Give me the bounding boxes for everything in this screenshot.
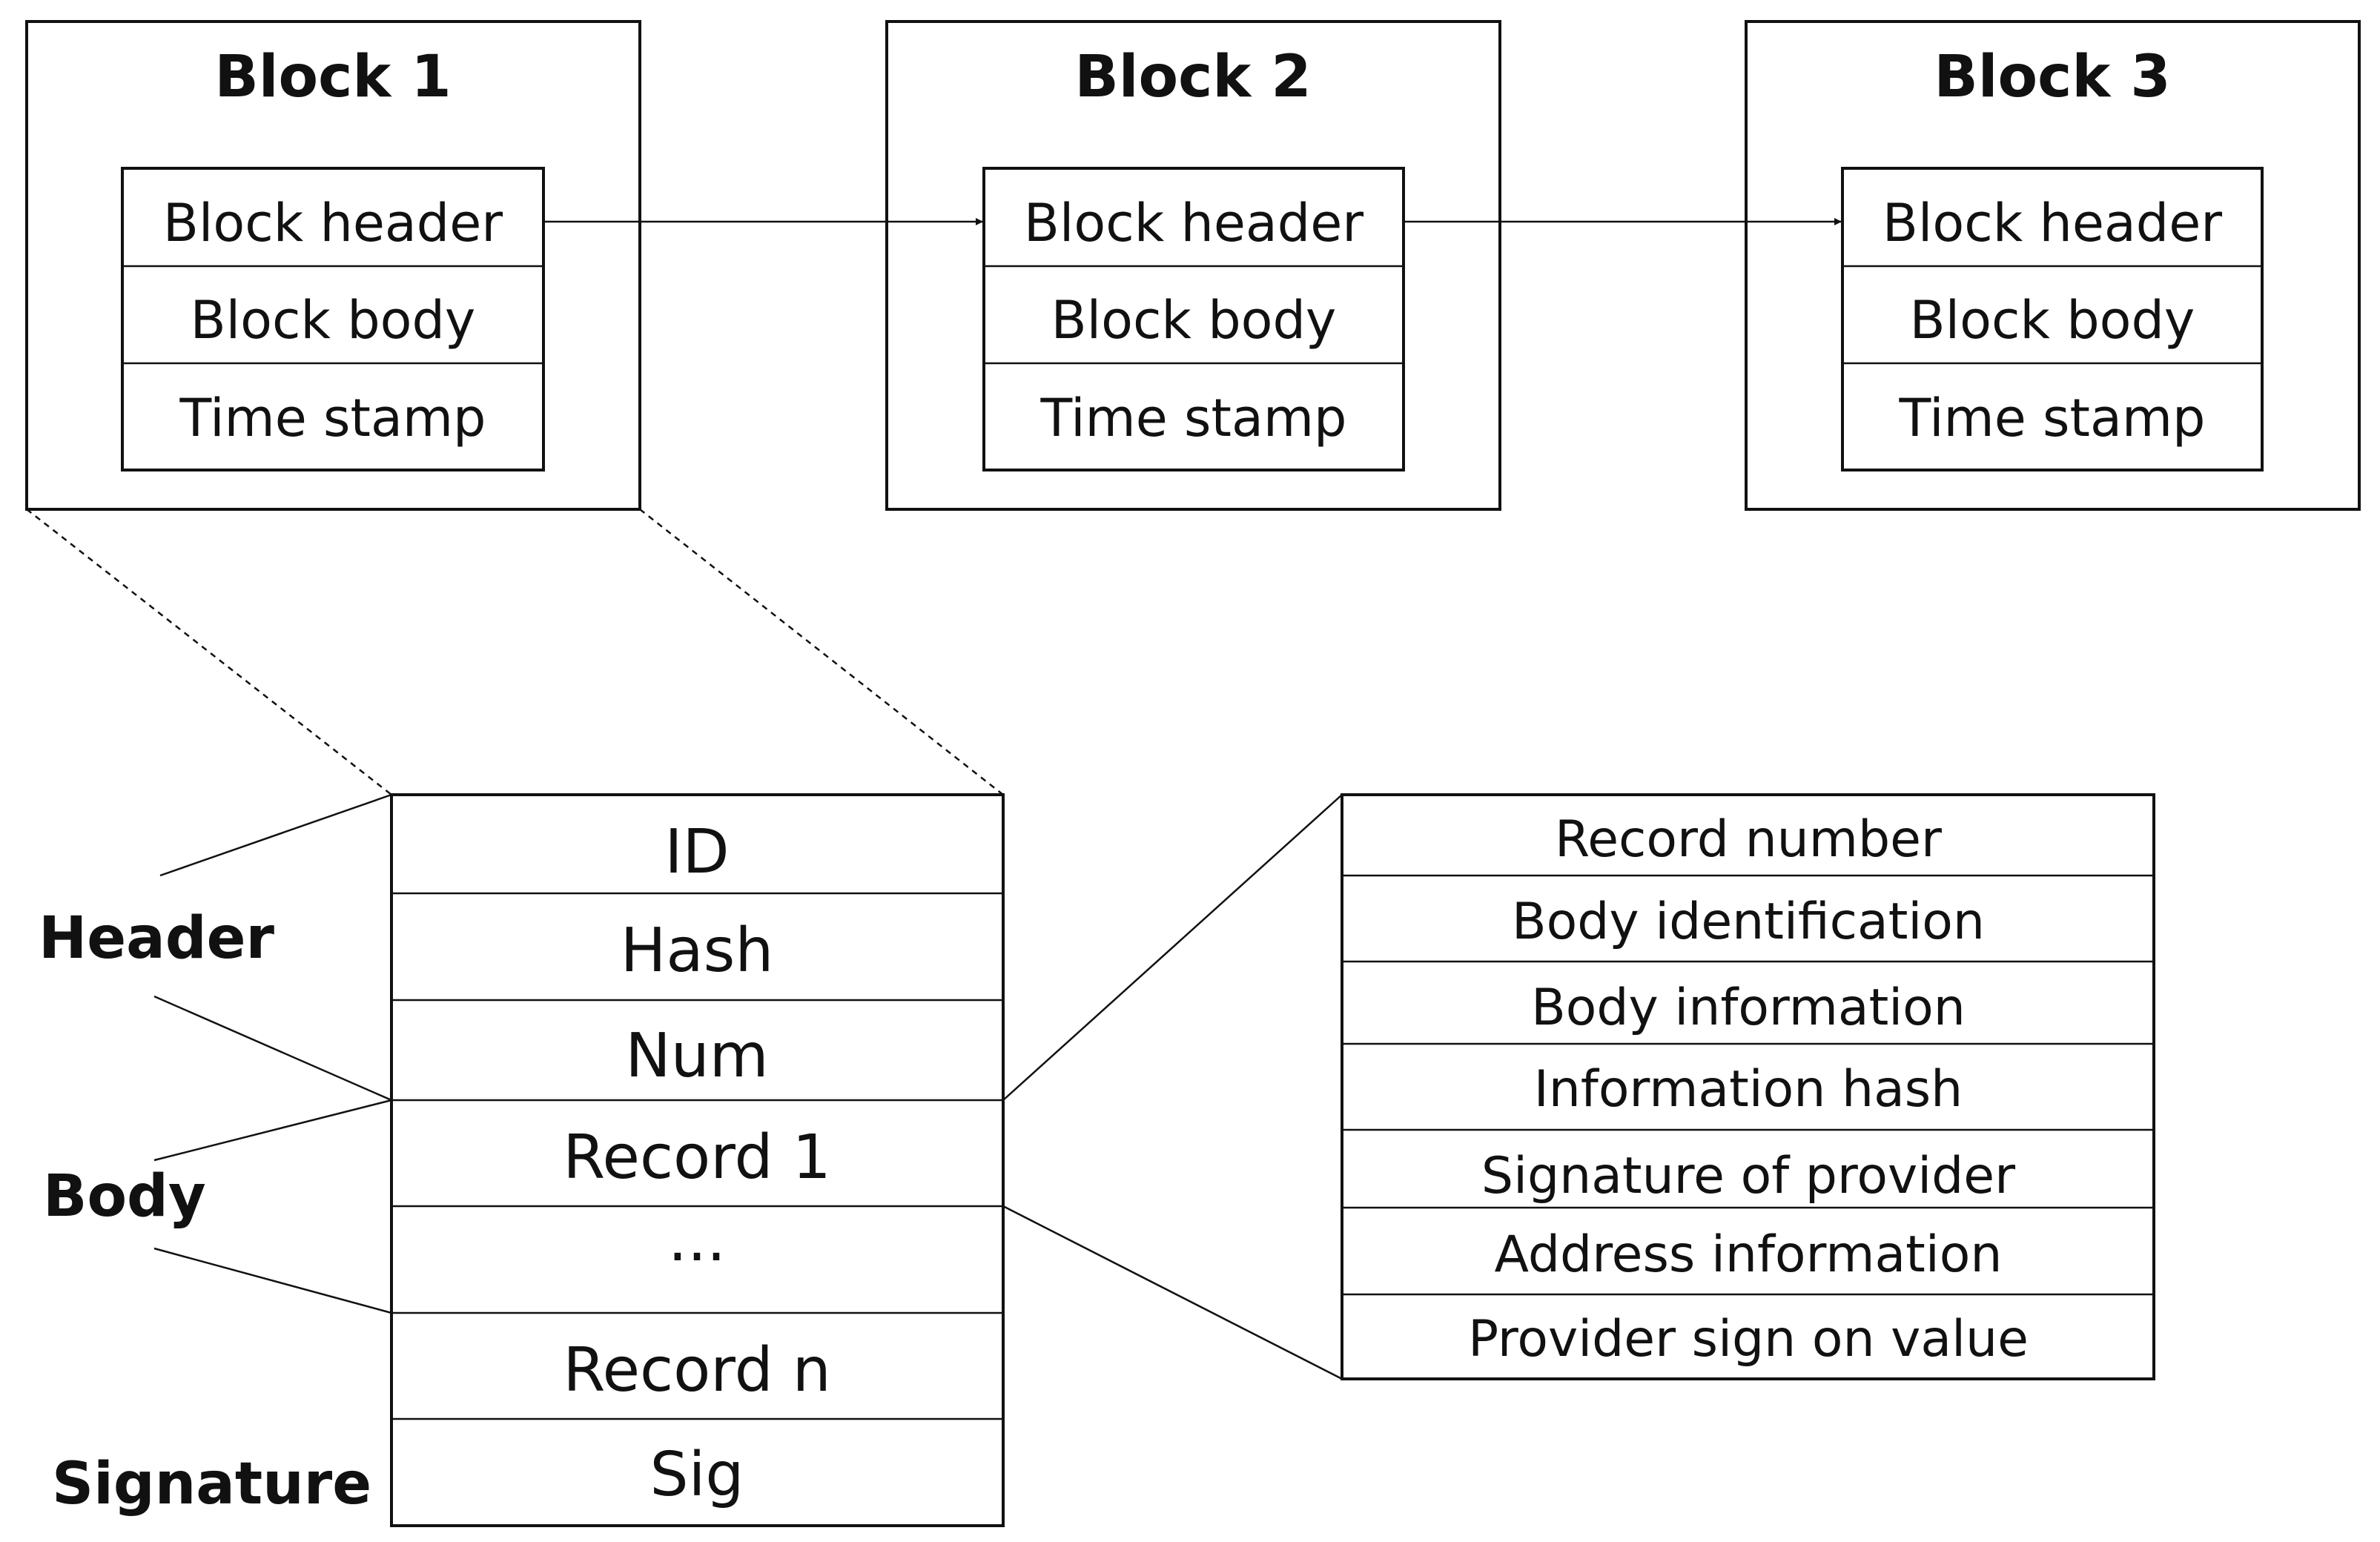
header-bracket-bottom: [153, 995, 392, 1102]
body-bracket-top: [153, 1099, 392, 1162]
record-field-information-hash: Information hash: [1534, 1060, 1963, 1119]
zoom-line-left: [26, 509, 392, 795]
structure-hash-cell: Hash: [621, 916, 774, 986]
record-field-record-number: Record number: [1555, 810, 1942, 869]
block-1-timestamp-cell: Time stamp: [179, 388, 486, 449]
body-bracket-bottom: [153, 1247, 392, 1314]
structure-id-cell: ID: [664, 817, 729, 887]
header-bracket-top: [159, 793, 392, 877]
block-3-timestamp-cell: Time stamp: [1899, 388, 2206, 449]
block-2: Block 2 Block header Block body Time sta…: [885, 20, 1501, 511]
body-section-label: Body: [43, 1163, 206, 1230]
block-3-title: Block 3: [1934, 44, 2170, 110]
block-3: Block 3 Block header Block body Time sta…: [1745, 20, 2361, 511]
record-expand-line-bottom: [1002, 1205, 1343, 1380]
block-1-body-cell: Block body: [191, 290, 476, 351]
header-section-label: Header: [39, 905, 275, 972]
structure-ellipsis-cell: ...: [668, 1205, 726, 1275]
block-3-body-cell: Block body: [1910, 290, 2195, 351]
block-2-body-cell: Block body: [1051, 290, 1337, 351]
zoom-line-right: [639, 509, 1004, 795]
block-structure-table: ID Hash Num Record 1 ... Record n Sig: [390, 793, 1005, 1527]
structure-record-n-cell: Record n: [563, 1335, 830, 1406]
block-1-header-cell: Block header: [163, 193, 503, 254]
block-3-header-cell: Block header: [1882, 193, 2222, 254]
structure-sig-cell: Sig: [650, 1440, 744, 1510]
structure-record-1-cell: Record 1: [563, 1122, 831, 1193]
record-field-signature-of-provider: Signature of provider: [1481, 1147, 2015, 1205]
block-2-header-cell: Block header: [1024, 193, 1363, 254]
record-expand-line-top: [1002, 794, 1343, 1101]
record-field-address-information: Address information: [1495, 1225, 2003, 1284]
record-fields-table: Record number Body identification Body i…: [1341, 793, 2155, 1380]
signature-section-label: Signature: [52, 1451, 371, 1518]
record-field-body-information: Body information: [1531, 979, 1966, 1037]
record-field-body-identification: Body identification: [1512, 893, 1985, 951]
block-1: Block 1 Block header Block body Time sta…: [25, 20, 641, 511]
block-2-title: Block 2: [1074, 44, 1311, 110]
structure-num-cell: Num: [625, 1021, 768, 1091]
block-2-timestamp-cell: Time stamp: [1040, 388, 1347, 449]
record-field-provider-sign-on-value: Provider sign on value: [1468, 1310, 2029, 1369]
block-1-title: Block 1: [214, 44, 451, 110]
